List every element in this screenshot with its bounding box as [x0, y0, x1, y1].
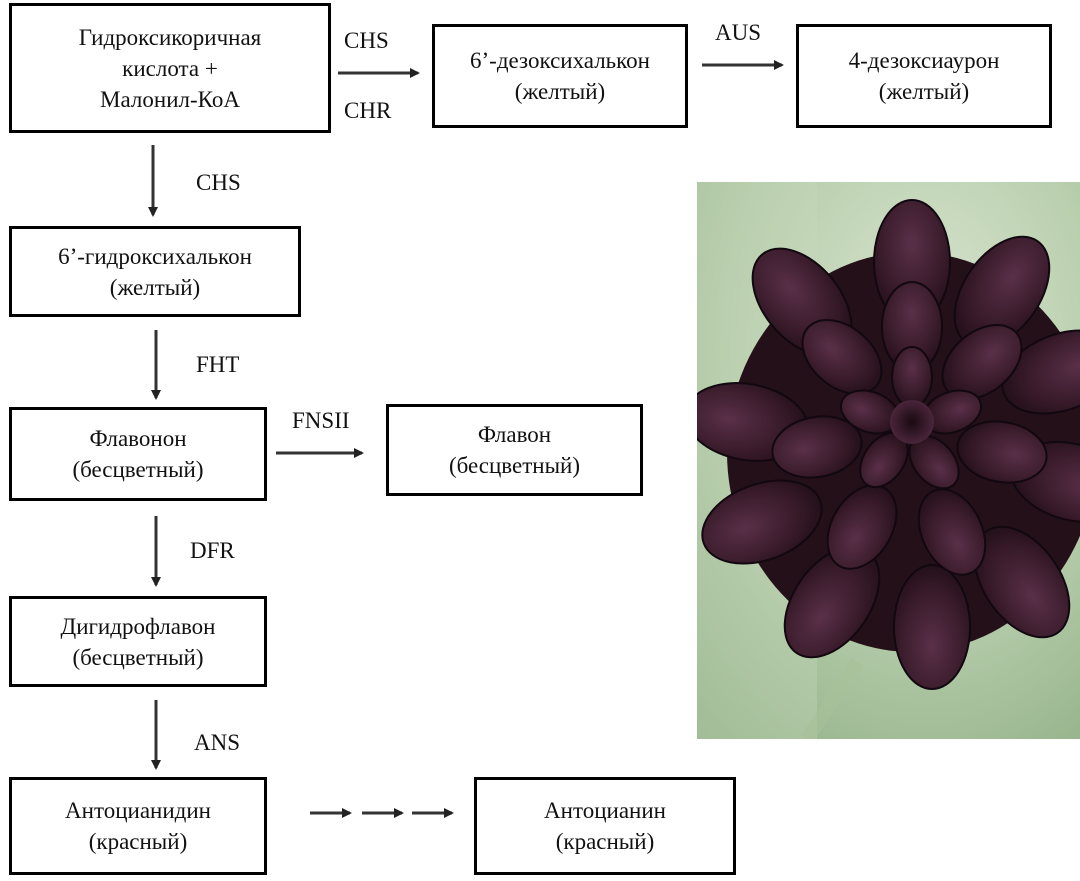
node-deoxyaurone: 4-дезоксиаурон (желтый)	[796, 24, 1052, 128]
node-dihydroflavone-line-1: Дигидрофлавон	[60, 613, 216, 639]
node-anthocyanidin-line-1: Антоцианидин	[65, 798, 211, 823]
node-deoxychalcone-line-1: 6’-дезоксихалькон	[470, 48, 650, 73]
node-flavanone-line-2: (бесцветный)	[72, 457, 204, 482]
node-deoxyaurone-line-1: 4-дезоксиаурон	[848, 48, 1000, 73]
enzyme-label-aus: AUS	[715, 20, 762, 45]
node-hydroxychalcone-line-2: (желтый)	[109, 274, 201, 300]
enzyme-label-fht: FHT	[196, 352, 240, 377]
node-start-line-2: кислота +	[122, 55, 218, 81]
node-dihydroflavone-line-2: (бесцветный)	[72, 644, 204, 670]
node-deoxyaurone-line-2: (желтый)	[878, 79, 970, 104]
node-deoxychalcone: 6’-дезоксихалькон (желтый)	[432, 24, 688, 128]
node-anthocyanin-line-1: Антоцианин	[544, 798, 666, 823]
node-anthocyanin: Антоцианин (красный)	[474, 777, 736, 875]
node-flavanone: Флавонон (бесцветный)	[9, 407, 267, 501]
enzyme-label-chs-top: CHS	[344, 28, 389, 53]
node-start-line-1: Гидроксикоричная	[78, 24, 262, 50]
node-hydroxychalcone: 6’-гидроксихалькон (желтый)	[9, 226, 301, 317]
node-start: Гидроксикоричная кислота + Малонил-КоА	[9, 3, 331, 133]
node-flavanone-line-1: Флавонон	[89, 426, 187, 451]
node-anthocyanidin: Антоцианидин (красный)	[9, 777, 267, 875]
node-hydroxychalcone-line-1: 6’-гидроксихалькон	[58, 243, 252, 269]
node-deoxychalcone-line-2: (желтый)	[514, 79, 606, 104]
node-flavone-line-1: Флавон	[477, 422, 552, 447]
node-dihydroflavone: Дигидрофлавон (бесцветный)	[9, 596, 267, 687]
enzyme-label-chs-down: CHS	[196, 170, 241, 195]
enzyme-label-fnsii: FNSII	[292, 408, 350, 433]
node-flavone: Флавон (бесцветный)	[386, 404, 643, 496]
node-start-line-3: Малонил-КоА	[100, 86, 240, 112]
enzyme-label-chr: CHR	[344, 98, 392, 123]
dahlia-photo	[697, 182, 1080, 739]
node-flavone-line-2: (бесцветный)	[448, 453, 581, 478]
node-anthocyanin-line-2: (красный)	[555, 829, 655, 854]
enzyme-label-ans: ANS	[194, 730, 241, 755]
node-anthocyanidin-line-2: (красный)	[88, 829, 188, 854]
enzyme-label-dfr: DFR	[190, 538, 235, 563]
